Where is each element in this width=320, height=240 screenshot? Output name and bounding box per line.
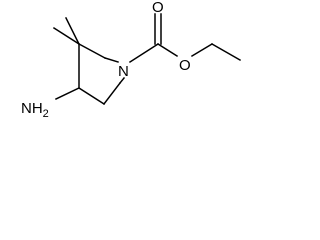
bond-c2-c3 <box>77 42 107 60</box>
bond-c3-methyl-b <box>52 26 81 46</box>
ring-nitrogen-label: N <box>118 63 129 80</box>
bond-c4-nh2 <box>54 86 81 101</box>
bond-ch2-ch3 <box>210 42 242 62</box>
bond-c3-methyl-a <box>64 16 81 46</box>
bond-n1-c6 <box>118 76 126 85</box>
bond-c5-c6 <box>102 81 122 106</box>
bond-n1-carbonyl <box>128 42 160 64</box>
bond-c2-n1 <box>104 57 119 63</box>
amine-label: NH2 <box>21 100 49 120</box>
ester-oxygen-label: O <box>179 57 191 74</box>
carbonyl-oxygen-label: O <box>152 0 164 16</box>
bond-c4-c5 <box>77 86 106 106</box>
bond-ester-o-ch2 <box>190 42 214 58</box>
bond-carbonyl-ester-o <box>156 42 179 58</box>
skeletal-structure: N O O NH2 <box>21 0 242 120</box>
